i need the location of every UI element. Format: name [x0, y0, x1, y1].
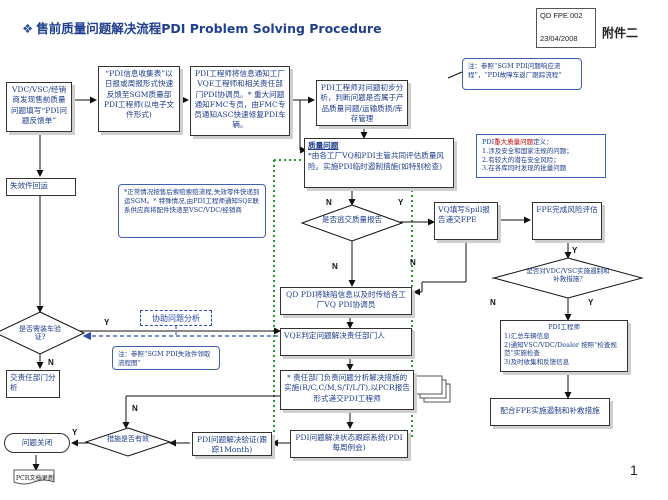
note-major-item: 2.有较大的潜在安全风险； — [482, 155, 560, 164]
pdi-eng-actions-box: PDI工程师 1)汇总车辆信息 2)通知VSC/VDC/Dealer 按照“检查… — [500, 320, 628, 372]
note-major-item: 3.在各库同时发现的批量问题 — [482, 164, 567, 173]
vqe-owner-box: VQE判定问题解决责任部门人 — [280, 328, 412, 356]
fpe-cooperate-box: 配合FPE实施遏制和补救措施 — [490, 398, 610, 426]
quality-issue-body: *由各工厂VQ和PDI主管共同评估质量风险。实施PDI临时遏制措施(如特别检查) — [308, 151, 445, 171]
note-major-item: 1.涉及安全和国家法规的问题； — [482, 146, 573, 155]
label-y: Y — [572, 246, 578, 255]
pdi-eng-action: 2)通知VSC/VDC/Dealer 按照“检查规范”实施检查 — [504, 340, 617, 358]
fail-return-box: 失效件回运 — [6, 178, 76, 196]
label-n: N — [490, 298, 496, 307]
pdi-collect-box: “PDI信息收集表”以日报或周报形式快速反馈至SGM质量部PDI工程师(以电子文… — [98, 66, 180, 132]
vdc-report-box: VDC/VSC/经销商发现售前质量问题填写“PDI问题反馈单” — [6, 82, 72, 132]
pdi-eng-action: 1)汇总车辆信息 — [504, 331, 550, 340]
doc-code: QD FPE 002 — [540, 11, 583, 20]
measures-ok-decision: 措施是否有效 — [107, 435, 149, 443]
vsc-recall-decision: 是否对VDC/VSC实施遏制和补救措施? — [526, 267, 610, 284]
label-y: Y — [398, 198, 404, 207]
label-n: N — [132, 404, 138, 413]
label-n: N — [410, 258, 416, 267]
label-y: Y — [72, 428, 78, 437]
diamond-bullet-icon: ❖ — [22, 21, 34, 36]
note-procedure-ref: 注：参照“SGM PDI问题响应流程”，“PDI故障车返厂跟踪流程” — [462, 58, 582, 90]
label-y: Y — [588, 298, 594, 307]
assist-analysis-box: 协助问题分析 — [140, 310, 212, 326]
note-fail-ref: 注：参照“SGM PDI失效件领取流程图” — [112, 346, 220, 370]
note-major-suffix: 定义： — [533, 138, 553, 146]
attachment-label: 附件二 — [602, 26, 639, 40]
qd-pdi-box: QD PDI将缺陷信息以及时传给各工厂VQ PDI协调员 — [280, 287, 412, 315]
note-fail-return: *正常情况按售后索赔索赔流程,失效零件快递到运SGM。* 特殊情况,由PDI工程… — [118, 184, 266, 238]
label-n: N — [332, 262, 338, 271]
label-n: N — [48, 358, 54, 367]
note-major-definition: PDI重大质量问题定义： 1.涉及安全和国家法规的问题； 2.有较大的潜在安全风… — [476, 134, 606, 178]
fpe-eval-box: FPE完成风险评估 — [532, 202, 602, 240]
is-ascar-decision: 是否需装车验证? — [19, 325, 61, 342]
note-major-prefix: PDI — [482, 138, 495, 146]
quality-issue-title: 质量问题 — [308, 141, 339, 150]
pdi-notify-box: PDI工程师将信息通知工厂VQE工程师和相关责任部门PDI协调员。* 重大问题通… — [190, 66, 290, 136]
quality-issue-box: 质量问题 *由各工厂VQ和PDI主管共同评估质量风险。实施PDI临时遏制措施(如… — [304, 138, 454, 188]
vq-fill-box: VQ填写Spill报告递交FPE — [434, 202, 498, 240]
is-escape-decision: 是否逃交质量报告 — [322, 215, 382, 224]
pdi-status-box: PDI问题解决状态跟踪系统(PDI每周例会) — [290, 430, 408, 458]
resp-analysis-box: 交责任部门分析 — [6, 370, 60, 398]
issue-close-box: 问题关闭 — [4, 433, 70, 453]
page-title: ❖售前质量问题解决流程PDI Problem Solving Procedure — [22, 21, 382, 36]
pdi-verify-box: PDI问题解决验证(跟踪1Month) — [192, 432, 272, 456]
pdi-eng-actions-title: PDI工程师 — [548, 323, 580, 331]
resp-dept-box: * 责任部门负责问题分析解决措施的实施(R/C,C/M,S/T/L/T),以PC… — [280, 370, 414, 410]
pdi-analyze-box: PDI工程师对问题初步分析，判断问题是否属于产品质量问题/运输质损/库存管理 — [316, 80, 408, 126]
label-n: N — [326, 198, 332, 207]
page-number: 1 — [630, 462, 638, 478]
doc-date: 23/04/2008 — [540, 34, 578, 44]
doc-code-box: QD FPE 002 23/04/2008 — [536, 8, 596, 48]
pcr-update-doc: PCR文档更新 — [15, 475, 55, 482]
label-y: Y — [104, 318, 110, 327]
note-major-red: 重大质量问题 — [494, 138, 534, 146]
pdi-eng-action: 3)及时收集和反馈信息 — [504, 358, 570, 367]
